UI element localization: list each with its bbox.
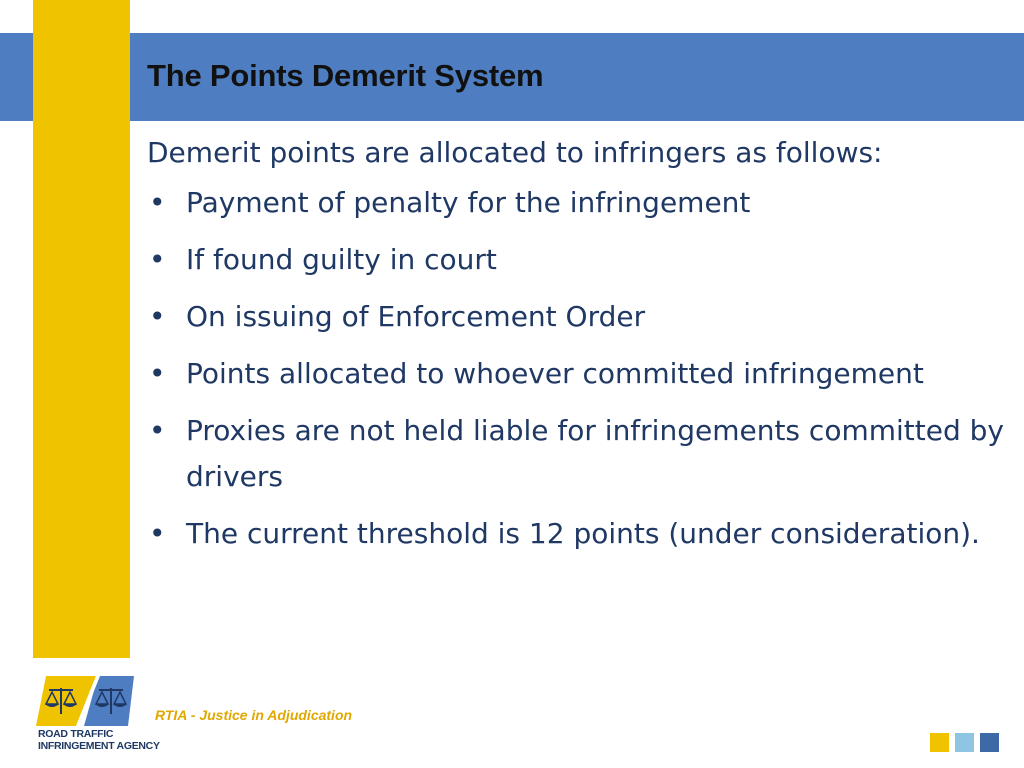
bullet-item: Payment of penalty for the infringement (147, 180, 1007, 226)
slide-content: Demerit points are allocated to infringe… (147, 130, 1007, 568)
rtia-logo (36, 676, 134, 726)
bullet-item: The current threshold is 12 points (unde… (147, 511, 1007, 557)
bullet-item: If found guilty in court (147, 237, 1007, 283)
title-band (0, 33, 1024, 121)
decor-square-blue (980, 733, 999, 752)
slide-title: The Points Demerit System (147, 58, 544, 93)
yellow-accent-bar (33, 0, 130, 658)
logo-text-line1: ROAD TRAFFIC (38, 728, 114, 740)
bullet-list: Payment of penalty for the infringement … (147, 180, 1007, 557)
decor-square-lightblue (955, 733, 974, 752)
logo-text-line2: INFRINGEMENT AGENCY (38, 740, 160, 752)
footer-tagline: RTIA - Justice in Adjudication (155, 707, 353, 723)
bullet-item: Proxies are not held liable for infringe… (147, 408, 1007, 500)
bullet-item: Points allocated to whoever committed in… (147, 351, 1007, 397)
intro-text: Demerit points are allocated to infringe… (147, 136, 883, 169)
logo-text: ROAD TRAFFIC INFRINGEMENT AGENCY (38, 728, 160, 752)
decor-square-yellow (930, 733, 949, 752)
bullet-item: On issuing of Enforcement Order (147, 294, 1007, 340)
